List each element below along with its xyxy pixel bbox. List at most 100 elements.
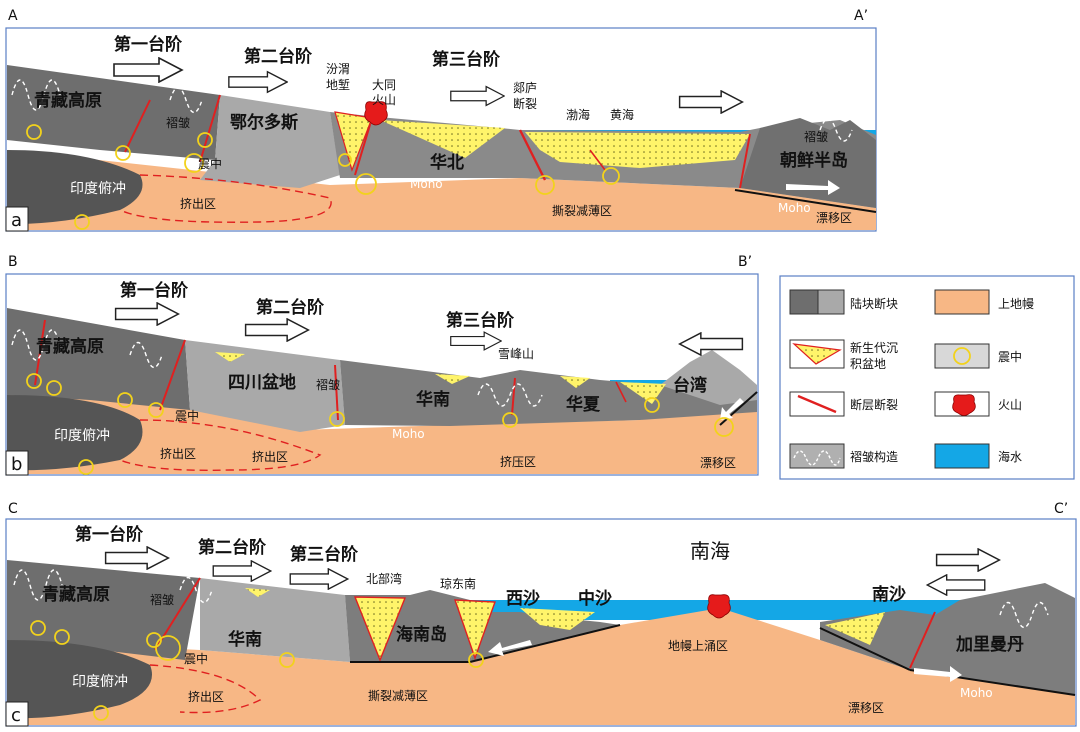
epicenter-circle-icon xyxy=(146,632,162,648)
bohai-label: 渤海 xyxy=(566,107,590,122)
epicenter-circle-icon xyxy=(93,705,109,721)
datong-label-2: 火山 xyxy=(372,93,396,107)
mantle-area xyxy=(7,608,1075,725)
xuefeng-label: 雪峰山 xyxy=(498,347,534,361)
epicenter-circle-icon xyxy=(602,167,620,185)
moho-label: Moho xyxy=(960,686,993,700)
legend-label: 新生代沉 xyxy=(850,340,898,355)
volcano-icon xyxy=(364,101,388,126)
epicenter-circle-icon xyxy=(46,380,62,396)
mantle-area xyxy=(7,395,757,474)
fault xyxy=(334,364,339,421)
fold-wave-icon xyxy=(999,601,1049,629)
epicenter-circle-icon xyxy=(26,124,42,140)
taiwan-label: 台湾 xyxy=(673,375,707,396)
epicenter-circle-icon xyxy=(502,412,518,428)
legend-label: 褶皱构造 xyxy=(850,449,898,464)
legend-swatch-block-dark xyxy=(789,289,819,315)
epicenter-group xyxy=(26,373,734,475)
step-three-label: 第三台阶 xyxy=(432,49,501,70)
kalimantan-label: 加里曼丹 xyxy=(955,635,1024,655)
extrusion-dashed-line xyxy=(119,419,322,471)
panel-tag: a xyxy=(11,210,22,231)
quake-label: 震中 xyxy=(175,408,199,423)
step-two-label: 第二台阶 xyxy=(198,537,267,558)
sichuan-block xyxy=(185,340,345,432)
qiongdongnan-label: 琼东南 xyxy=(440,576,476,591)
huanghai-label: 黄海 xyxy=(610,107,634,122)
fold-wave-icon xyxy=(11,329,61,361)
legend-swatch-basin xyxy=(792,343,842,365)
bohai-basin xyxy=(525,132,750,168)
datong-label-1: 大同 xyxy=(372,78,396,92)
panel-b: B B’ 第一台阶 第二台阶 第三台阶 青藏高原 四川盆地 褶皱 雪峰山 华南 … xyxy=(5,254,759,476)
india-label: 印度俯冲 xyxy=(54,428,110,444)
fault xyxy=(909,611,936,669)
tanlu-label-1: 郯庐 xyxy=(513,80,537,95)
epicenter-circle-icon xyxy=(953,347,971,365)
step-three-label: 第三台阶 xyxy=(290,544,359,565)
fault xyxy=(589,149,606,171)
section-start-label: C xyxy=(8,501,18,517)
fold-label: 褶皱 xyxy=(316,377,340,392)
legend-label: 火山 xyxy=(998,398,1022,412)
qiongdongnan-basin xyxy=(454,599,496,661)
epicenter-circle-icon xyxy=(30,620,46,636)
nanhai-label: 南海 xyxy=(690,539,730,563)
epicenter-circle-icon xyxy=(338,153,352,167)
section-end-label: B’ xyxy=(738,254,752,270)
moho-label: Moho xyxy=(392,427,425,441)
fenwei-basin xyxy=(334,111,373,172)
extrusion-label-1: 挤出区 xyxy=(160,446,196,461)
legend-swatch-sea xyxy=(934,443,990,469)
fault xyxy=(615,381,627,403)
epicenter-circle-icon xyxy=(74,214,90,230)
rift-label: 撕裂减薄区 xyxy=(552,203,612,218)
moho-label: Moho xyxy=(410,177,443,191)
legend-label: 陆块断块 xyxy=(850,296,898,311)
ordos-label: 鄂尔多斯 xyxy=(230,112,298,133)
legend-label: 海水 xyxy=(998,449,1022,464)
huaxia-label: 华夏 xyxy=(566,394,601,415)
fold-wave-icon xyxy=(169,86,203,114)
panel-tag: c xyxy=(11,705,21,726)
step-three-label: 第三台阶 xyxy=(446,310,515,331)
step-one-label: 第一台阶 xyxy=(75,524,144,545)
drift-arrow-icon xyxy=(720,398,744,420)
tibet-label: 青藏高原 xyxy=(34,90,102,111)
volcano-icon xyxy=(952,394,976,416)
fold-wave-icon xyxy=(179,576,213,604)
fault xyxy=(124,99,151,153)
tibet-block xyxy=(7,65,220,160)
sediment-basin xyxy=(560,376,590,388)
huanan-block xyxy=(200,578,350,662)
fold-wave-icon xyxy=(819,118,853,142)
panel-tag-box xyxy=(5,206,29,232)
epicenter-circle-icon xyxy=(78,459,94,475)
india-slab xyxy=(7,395,143,471)
extrusion-label: 挤出区 xyxy=(188,689,224,704)
huanan-label: 华南 xyxy=(416,389,450,410)
sediment-basin xyxy=(435,374,470,384)
legend-label: 断层断裂 xyxy=(850,397,898,412)
fold-wave-icon xyxy=(129,341,163,369)
sediment-basin xyxy=(215,352,245,362)
drift-label: 漂移区 xyxy=(700,456,736,470)
panel-tag: b xyxy=(11,454,22,475)
fault xyxy=(354,117,373,176)
tibet-block xyxy=(7,308,190,410)
india-label: 印度俯冲 xyxy=(70,181,126,197)
fenwei-label-2: 地堑 xyxy=(326,78,350,92)
epicenter-circle-icon xyxy=(714,417,734,437)
legend-swatch-fault xyxy=(797,394,837,414)
extrusion-label: 挤出区 xyxy=(180,196,216,211)
moho-line xyxy=(719,391,758,426)
korea-label: 朝鲜半岛 xyxy=(780,150,848,171)
sichuan-label: 四川盆地 xyxy=(228,372,296,393)
mantle-area xyxy=(7,150,876,230)
xisha-label: 西沙 xyxy=(506,589,540,609)
epicenter-circle-icon xyxy=(355,173,377,195)
fold-wave-icon xyxy=(793,450,841,466)
epicenter-circle-icon xyxy=(197,132,213,148)
fold-label: 褶皱 xyxy=(150,592,174,607)
